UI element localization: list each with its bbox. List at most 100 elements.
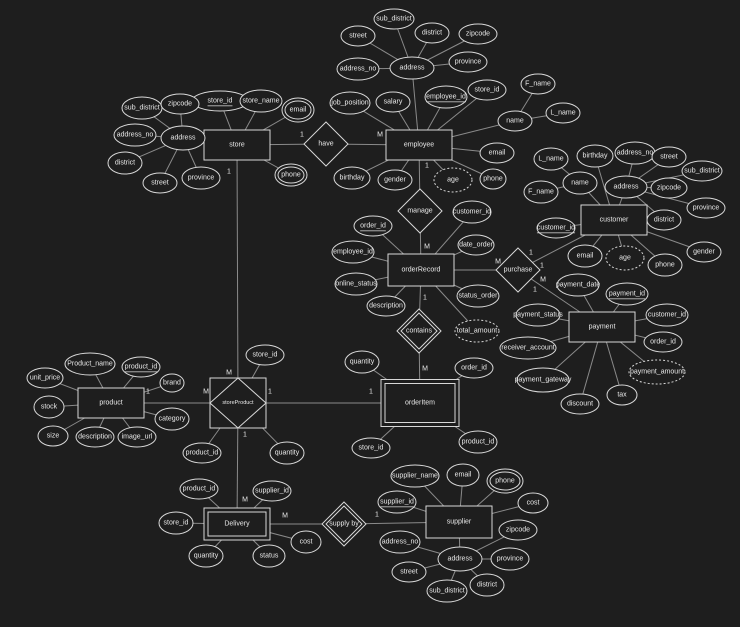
multivalued-attribute-label: email	[290, 107, 307, 114]
attribute-label: customer_id	[453, 209, 491, 216]
entity-store: store	[203, 129, 271, 161]
key-attribute-label: supplier_id	[380, 499, 414, 506]
attribute-label: status_order	[459, 293, 499, 300]
cardinality-label: M	[282, 513, 288, 520]
connector-line	[236, 144, 239, 404]
derived-attribute-or-total: total_amount	[454, 319, 500, 343]
attribute-label: street	[660, 154, 678, 161]
entity-label: payment	[589, 324, 616, 331]
attribute-em-zip: zipcode	[458, 23, 498, 45]
attribute-label: sub_district	[429, 588, 464, 595]
attribute-su-prov: province	[490, 547, 530, 571]
attribute-cu-name: name	[562, 171, 598, 195]
attribute-label: F_name	[528, 189, 554, 196]
attribute-em-street: street	[340, 25, 376, 47]
entity-label: orderRecord	[402, 267, 441, 274]
attribute-st-prov: province	[181, 166, 221, 190]
attribute-label: salary	[384, 99, 403, 106]
attribute-label: online_status	[335, 281, 377, 288]
derived-attribute-label: payment_amount	[630, 369, 684, 376]
attribute-label: store_id	[164, 520, 189, 527]
cardinality-label: 1	[227, 169, 231, 176]
key-attribute-py-id: payment_id	[605, 282, 649, 306]
attribute-label: province	[693, 205, 720, 212]
entity-orderrecord: orderRecord	[387, 253, 455, 287]
attribute-label: store_name	[243, 98, 280, 105]
attribute-cu-phone: phone	[647, 253, 683, 277]
relationship-have: have	[303, 121, 349, 167]
key-attribute-label: product_id	[125, 364, 158, 371]
attribute-label: brand	[163, 380, 181, 387]
attribute-su-zip: zipcode	[498, 519, 538, 541]
attribute-label: email	[455, 472, 472, 479]
cardinality-label: 1	[369, 389, 373, 396]
attribute-em-salary: salary	[375, 91, 411, 113]
attribute-label: store_id	[475, 87, 500, 94]
attribute-cu-ln: L_name	[533, 147, 569, 171]
cardinality-label: M	[203, 389, 209, 396]
cardinality-label: 1	[268, 389, 272, 396]
attribute-py-recv: receiver_account	[499, 336, 557, 360]
attribute-label: payment_gateway	[515, 377, 572, 384]
attribute-pr-img: image_url	[117, 426, 157, 448]
attribute-cu-addno: address_no	[614, 141, 656, 165]
attribute-label: size	[47, 433, 60, 440]
associative-entity-storeproduct: storeProduct	[209, 377, 267, 429]
attribute-label: description	[78, 434, 112, 441]
key-attribute-label: payment_id	[609, 291, 645, 298]
attribute-oi-oid: order_id	[454, 357, 494, 379]
attribute-label: store_id	[253, 352, 278, 359]
attribute-py-cid: customer_id	[645, 303, 689, 327]
attribute-st-zip: zipcode	[160, 93, 200, 115]
attribute-label: discount	[567, 401, 593, 408]
attribute-label: gender	[384, 177, 406, 184]
attribute-dl-qty: quantity	[188, 544, 224, 568]
attribute-or-date: date_order	[457, 234, 495, 256]
attribute-st-name: store_name	[239, 89, 283, 113]
cardinality-label: M	[422, 366, 428, 373]
cardinality-label: M	[495, 259, 501, 266]
key-attribute-label: store_id	[208, 98, 233, 105]
multivalued-attribute-st-phone: phone	[274, 163, 308, 187]
attribute-or-status: status_order	[456, 284, 500, 308]
attribute-label: tax	[617, 392, 627, 399]
derived-attribute-cu-age: age	[605, 245, 645, 271]
attribute-label: email	[577, 253, 594, 260]
attribute-label: quantity	[194, 553, 219, 560]
attribute-em-prov: province	[448, 51, 488, 73]
attribute-label: phone	[655, 262, 675, 269]
attribute-label: payment_date	[556, 282, 600, 289]
derived-attribute-py-amt: payment_amount	[628, 359, 686, 385]
attribute-label: cost	[527, 500, 540, 507]
attribute-em-fn: F_name	[520, 73, 556, 95]
attribute-py-status: payment_status	[513, 303, 563, 327]
attribute-or-eid: employee_id	[331, 240, 375, 264]
entity-product: product	[77, 387, 145, 419]
cardinality-label: M	[377, 132, 383, 139]
attribute-cu-fn: F_name	[523, 180, 559, 204]
attribute-cu-email: email	[567, 244, 603, 268]
attribute-em-job: job_position	[329, 91, 371, 115]
attribute-su-name: supplier_name	[390, 464, 440, 488]
entity-label: customer	[600, 217, 629, 224]
attribute-label: payment_status	[513, 312, 563, 319]
attribute-pr-cat: category	[154, 407, 190, 431]
relationship-manage: manage	[397, 188, 443, 234]
attribute-label: supplier_name	[392, 473, 438, 480]
multivalued-attribute-label: phone	[495, 478, 515, 485]
attribute-dl-status: status	[252, 544, 286, 568]
attribute-label: email	[489, 150, 506, 157]
attribute-label: category	[159, 416, 186, 423]
attribute-su-email: email	[446, 463, 480, 487]
attribute-cu-gender: gender	[686, 241, 722, 263]
key-attribute-label: employee_id	[426, 94, 466, 101]
attribute-st-addno: address_no	[113, 123, 157, 147]
cardinality-label: 1	[529, 250, 533, 257]
attribute-label: customer_id	[648, 312, 686, 319]
attribute-label: employee_id	[333, 249, 373, 256]
attribute-em-name: name	[497, 110, 533, 132]
attribute-label: street	[349, 33, 367, 40]
attribute-label: zipcode	[466, 31, 490, 38]
